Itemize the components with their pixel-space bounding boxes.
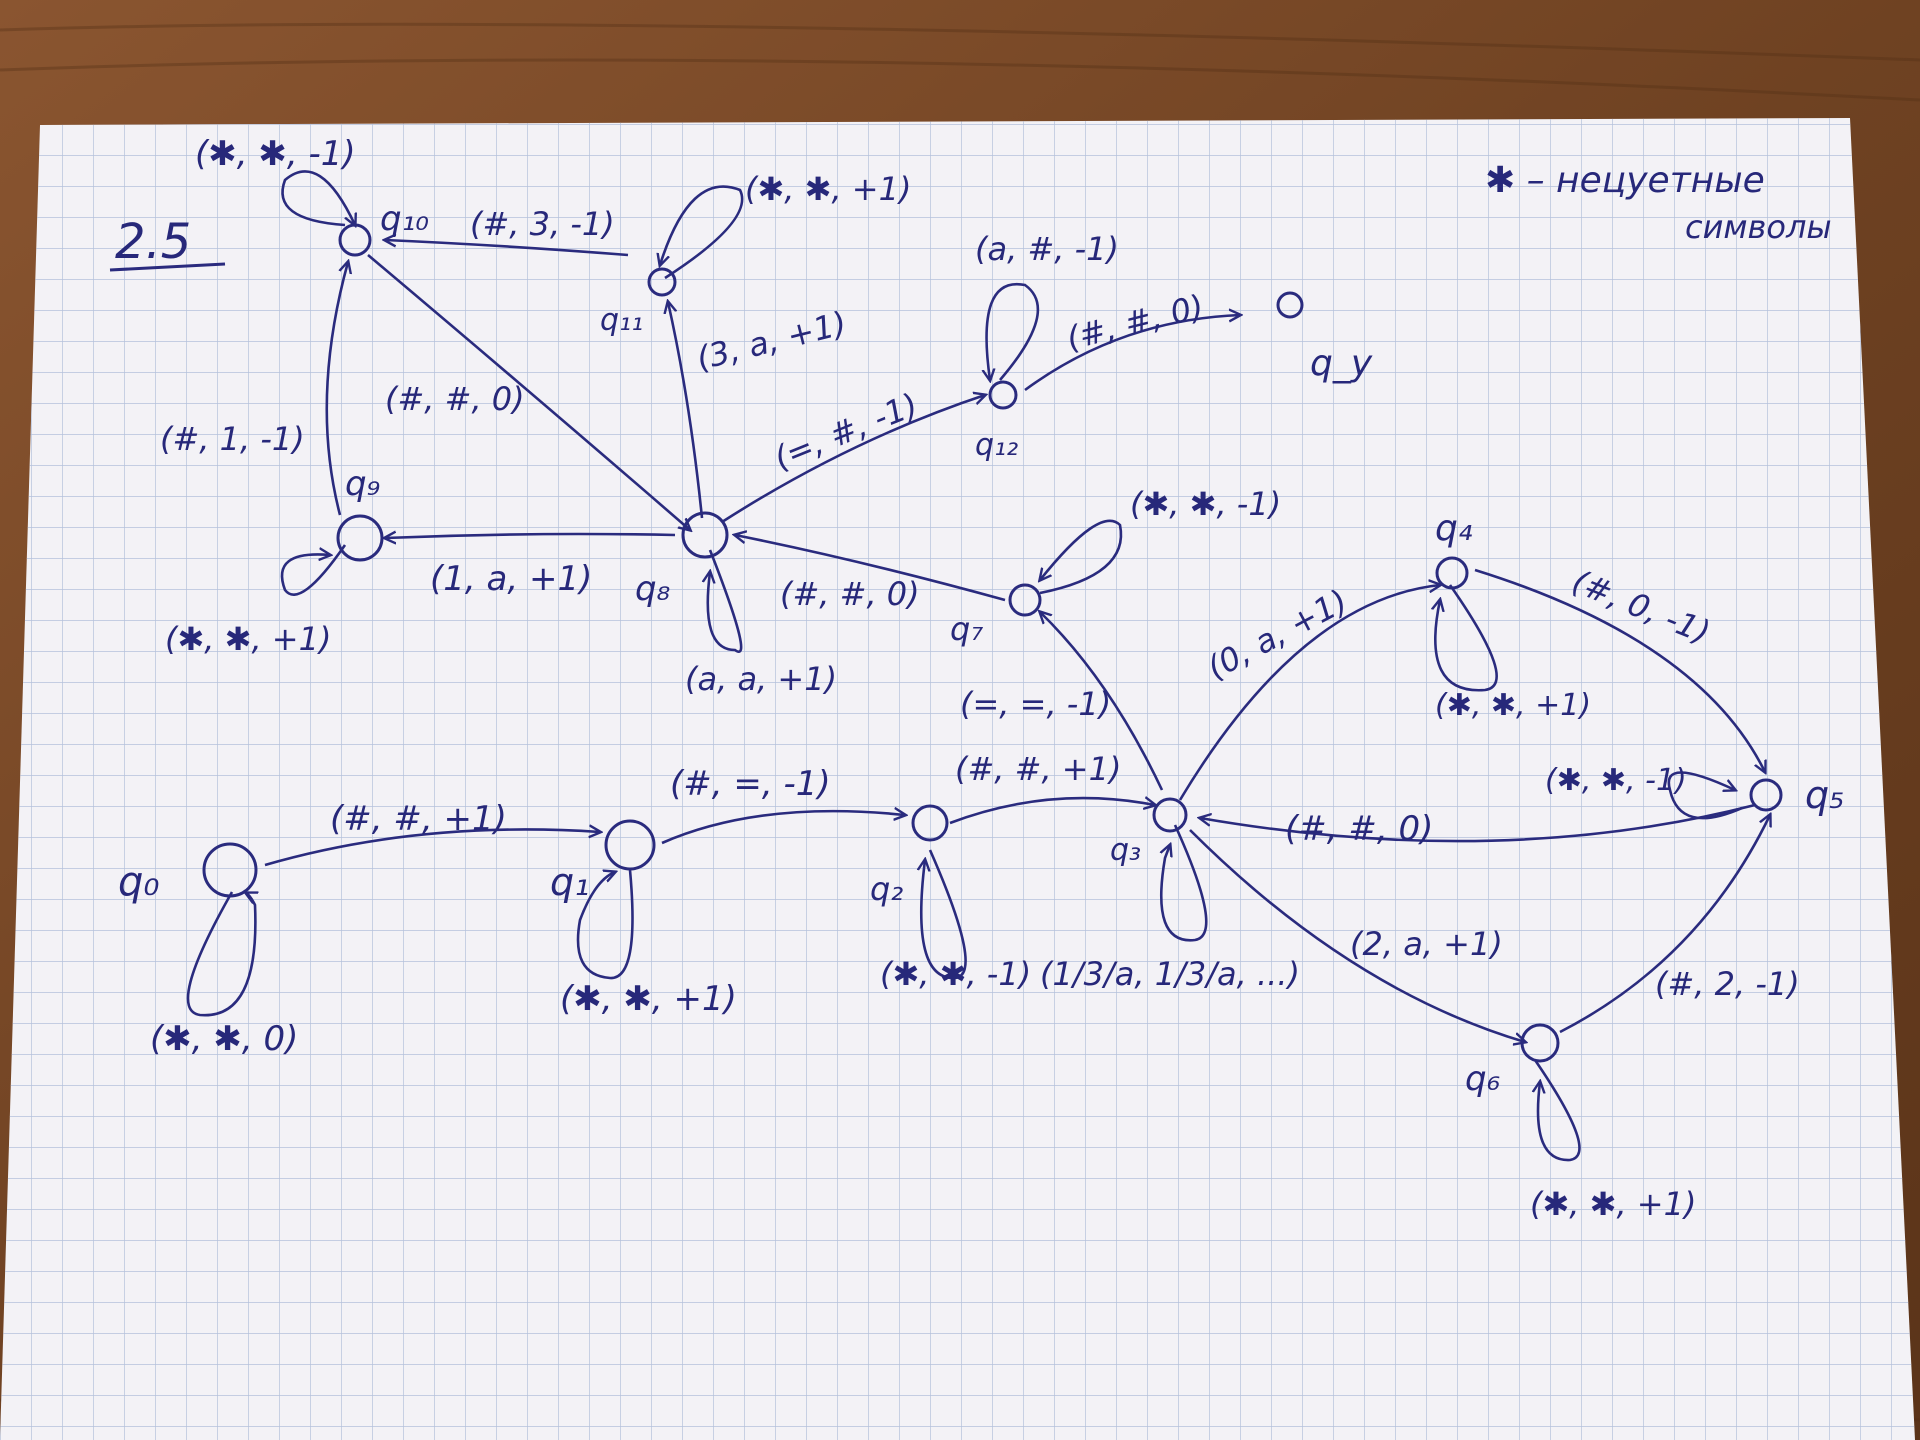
loop-q9	[280, 544, 347, 596]
state-label-q9: q₉	[345, 464, 381, 504]
label-q2-q3: (#, #, +1)	[955, 750, 1121, 788]
loop-q5	[1667, 771, 1743, 820]
loop-q6	[1535, 1059, 1581, 1162]
state-q10	[338, 223, 372, 257]
label-q9-q10: (#, 1, -1)	[160, 420, 305, 458]
state-q6	[1520, 1023, 1560, 1063]
note-line-1: ✱ – нецуетные	[1485, 160, 1765, 201]
label-q11-q10: (#, 3, -1)	[470, 205, 615, 243]
state-label-q3: q₃	[1110, 833, 1141, 868]
edge-q3-q7	[1040, 612, 1164, 791]
state-label-q7: q₇	[950, 610, 983, 648]
loop-q11	[660, 185, 744, 280]
edge-q9-q10	[325, 262, 348, 516]
state-q9	[336, 514, 384, 562]
label-q7-q8: (#, #, 0)	[780, 575, 920, 613]
label-q5-q5: (✱, ✱, -1)	[1545, 763, 1687, 798]
state-labels: q₀ q₁ q₂ q₃ q₄ q₅ q₆ q₇ q₈ q₉ q₁₀ q₁₁ q₁…	[118, 199, 1844, 1099]
loop-q2	[921, 849, 967, 980]
label-q5-q3: (#, #, 0)	[1285, 809, 1433, 849]
label-q3-q6: (2, a, +1)	[1350, 925, 1503, 963]
label-q12-q12: (a, #, -1)	[975, 230, 1119, 268]
edge-q4-q5	[1474, 568, 1765, 772]
label-q10-q10: (✱, ✱, -1)	[195, 134, 356, 174]
state-label-q5: q₅	[1805, 773, 1844, 817]
label-q4-q4: (✱, ✱, +1)	[1435, 688, 1591, 723]
problem-number-text: 2.5	[115, 214, 191, 270]
edge-q5-q3	[1200, 803, 1756, 843]
edge-q8-q9	[385, 534, 676, 538]
label-q1-q1: (✱, ✱, +1)	[560, 979, 737, 1019]
edge-q6-q5	[1559, 815, 1770, 1034]
label-q9-q9: (✱, ✱, +1)	[165, 620, 331, 658]
loop-q3	[1161, 824, 1208, 942]
state-q2	[911, 804, 949, 842]
state-q1	[604, 819, 656, 871]
edge-q10-q8	[367, 254, 690, 530]
state-q11	[647, 267, 677, 297]
edge-q0-q1	[264, 829, 600, 867]
note-line-2: символы	[1685, 208, 1832, 246]
label-q6-q5: (#, 2, -1)	[1655, 965, 1800, 1003]
loop-q1	[576, 870, 634, 980]
state-label-q10: q₁₀	[380, 199, 429, 239]
edge-q2-q3	[949, 798, 1155, 825]
edge-q1-q2	[661, 811, 905, 845]
state-label-q11: q₁₁	[600, 303, 643, 338]
paper-grid	[0, 118, 1915, 1440]
label-q6-q6: (✱, ✱, +1)	[1530, 1185, 1696, 1223]
state-q4	[1435, 556, 1469, 590]
label-q0-q0: (✱, ✱, 0)	[150, 1019, 298, 1059]
label-q8-q9: (1, a, +1)	[430, 559, 592, 599]
state-q12	[988, 380, 1018, 410]
state-label-q6: q₆	[1465, 1059, 1500, 1099]
state-q3	[1152, 797, 1188, 833]
state-q7	[1008, 583, 1042, 617]
state-qy	[1276, 291, 1304, 319]
problem-number: 2.5	[109, 214, 226, 272]
label-q8-q8: (a, a, +1)	[685, 660, 837, 698]
state-q8	[681, 511, 729, 559]
self-loop-arrows	[186, 170, 1743, 1162]
loop-q12	[987, 282, 1040, 380]
transition-arrows	[264, 240, 1770, 1042]
state-label-q12: q₁₂	[975, 428, 1018, 463]
label-q1-q2: (#, =, -1)	[670, 764, 831, 804]
loop-q8	[708, 549, 743, 653]
loop-q7	[1040, 519, 1123, 595]
state-q0	[202, 842, 258, 898]
edge-q12-qy	[1024, 315, 1240, 392]
edge-q8-q11	[668, 302, 704, 519]
label-q3-q7: (=, =, -1)	[960, 685, 1111, 723]
state-label-q4: q₄	[1435, 508, 1473, 549]
state-nodes	[202, 223, 1783, 1063]
state-label-q8: q₈	[635, 569, 671, 609]
edge-q3-q4	[1178, 585, 1440, 801]
transition-labels: (✱, ✱, 0) (#, #, +1) (✱, ✱, +1) (#, =, -…	[150, 134, 1800, 1223]
edge-q8-q12	[721, 395, 985, 524]
legend-note: ✱ – нецуетные символы	[1485, 160, 1832, 246]
label-q10-q8: (#, #, 0)	[385, 380, 525, 418]
label-q11-q11: (✱, ✱, +1)	[745, 170, 911, 208]
loop-q10	[281, 170, 356, 225]
loop-q4	[1435, 584, 1498, 692]
label-q7-q7: (✱, ✱, -1)	[1130, 485, 1281, 523]
label-q3-q3: (1/3/a, 1/3/a, ...)	[1040, 955, 1300, 993]
edge-q3-q6	[1189, 829, 1525, 1042]
state-label-q0: q₀	[118, 859, 159, 905]
label-q0-q1: (#, #, +1)	[330, 799, 507, 839]
loop-q0	[186, 892, 255, 1017]
state-label-q2: q₂	[870, 870, 903, 908]
label-q2-q2: (✱, ✱, -1)	[880, 955, 1031, 993]
edge-q11-q10	[385, 240, 629, 257]
state-q5	[1749, 778, 1783, 812]
edge-q7-q8	[735, 535, 1006, 602]
state-label-qy: q_y	[1310, 343, 1373, 384]
state-label-q1: q₁	[550, 860, 589, 904]
